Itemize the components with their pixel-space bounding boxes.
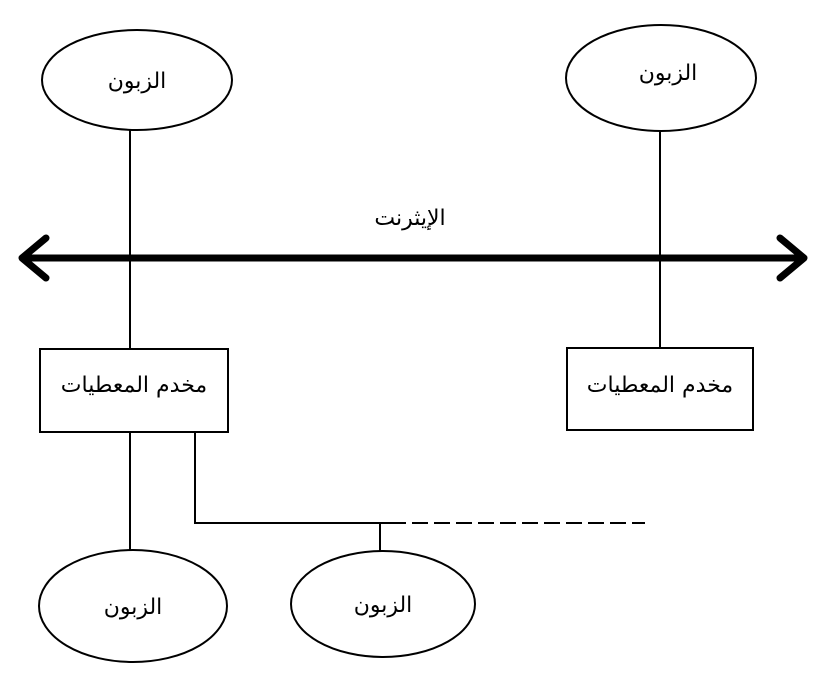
client-bottom-middle: الزبون: [290, 550, 476, 658]
arrow-left-icon: [18, 234, 50, 282]
client-top-left: الزبون: [41, 29, 233, 131]
server-left-label: مخدم المعطيات: [61, 373, 207, 398]
arrow-right-icon: [776, 234, 808, 282]
server-right-box: [566, 347, 754, 431]
client-top-right-ellipse: [565, 24, 757, 132]
client-bottom-middle-label: الزبون: [354, 593, 413, 618]
link-server-left-to-lan: [194, 432, 390, 524]
client-top-left-label: الزبون: [108, 69, 167, 94]
client-top-left-ellipse: [41, 29, 233, 131]
server-right-label: مخدم المعطيات: [587, 373, 733, 398]
ethernet-label: الإيثرنت: [374, 206, 445, 231]
client-top-right: الزبون: [565, 24, 757, 132]
client-bottom-left-label: الزبون: [104, 595, 163, 620]
client-bottom-left: الزبون: [38, 549, 228, 663]
server-right: مخدم المعطيات: [566, 347, 754, 431]
server-left-box: [39, 348, 229, 433]
client-bottom-left-ellipse: [38, 549, 228, 663]
server-left: مخدم المعطيات: [39, 348, 229, 433]
client-bottom-middle-ellipse: [290, 550, 476, 658]
ethernet-bus: [18, 234, 808, 282]
client-top-right-label: الزبون: [639, 61, 698, 86]
